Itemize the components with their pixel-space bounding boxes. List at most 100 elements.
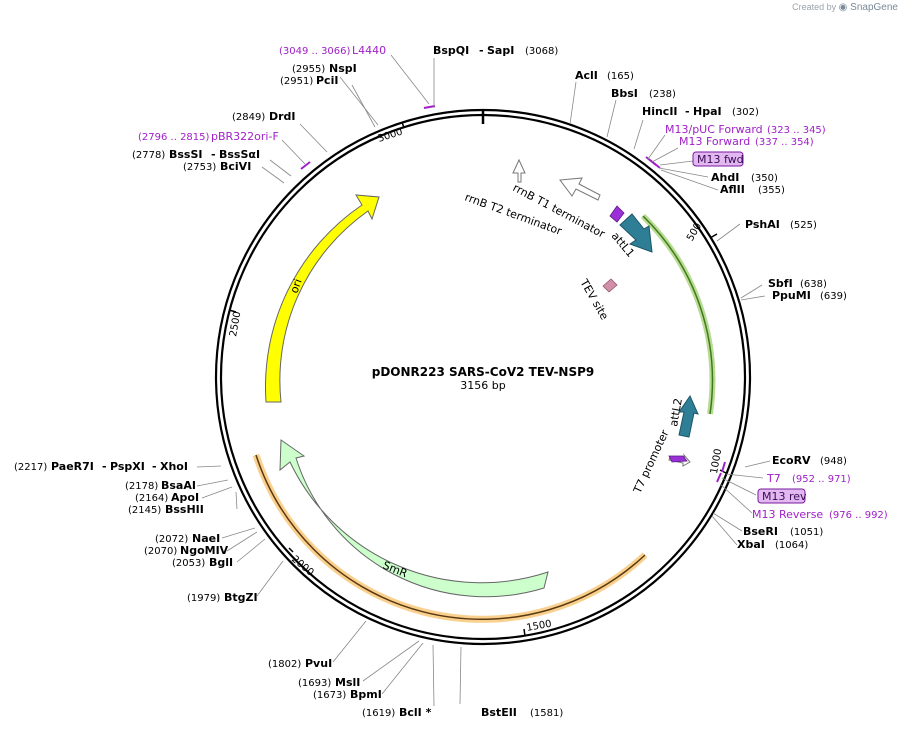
site-bseri-pos: (1051)	[790, 527, 823, 538]
tev-site-marker[interactable]	[602, 278, 618, 293]
site-ppumi[interactable]: PpuMI	[772, 289, 811, 302]
m13-puc-forward-marker[interactable]	[649, 159, 661, 169]
site-xhoi[interactable]: XhoI	[160, 460, 188, 473]
l4440-marker[interactable]	[423, 105, 436, 109]
primer-m13-rev-box[interactable]	[757, 488, 806, 504]
site-bsshii-pos: (2145)	[128, 505, 161, 516]
site-bsssi[interactable]: BssSI	[169, 148, 203, 161]
tick-label-1000: 1000	[709, 448, 724, 475]
site-msli[interactable]: MslI	[335, 676, 360, 689]
site-hincii[interactable]: HincII	[642, 105, 678, 118]
orange-arc[interactable]	[255, 454, 646, 621]
site-bbsi[interactable]: BbsI	[611, 87, 638, 100]
site-pcii-pos: (2951)	[280, 76, 313, 87]
site-nspi[interactable]: NspI	[329, 62, 357, 75]
primer-t7[interactable]: T7	[766, 472, 781, 485]
site-bsshii[interactable]: BssHII	[165, 503, 204, 516]
site-bsssai[interactable]: BssSαI	[219, 148, 260, 161]
site-nspi-pos: (2955)	[292, 64, 325, 75]
primer-m13-fwd-box[interactable]	[692, 151, 744, 167]
features: ori SmR rrnB T1 terminator rrnB T2 termi…	[252, 158, 716, 623]
t7-promoter-label: T7 promoter	[631, 427, 672, 496]
attl1-purple-marker	[609, 205, 625, 223]
site-xbai[interactable]: XbaI	[737, 538, 765, 551]
site-pshai-pos: (525)	[790, 220, 817, 231]
site-bspqi[interactable]: BspQI	[433, 44, 469, 57]
tick-3000	[401, 121, 405, 129]
site-bpmi[interactable]: BpmI	[350, 688, 382, 701]
plasmid-length: 3156 bp	[460, 379, 505, 392]
ori-label: ori	[288, 277, 305, 295]
site-pshai[interactable]: PshAI	[745, 218, 780, 231]
site-naei[interactable]: NaeI	[192, 532, 220, 545]
site-paer7i[interactable]: PaeR7I	[51, 460, 94, 473]
site-btgzi[interactable]: BtgZI	[224, 591, 258, 604]
site-drdi[interactable]: DrdI	[269, 110, 296, 123]
site-bcli[interactable]: BclI *	[399, 706, 432, 719]
primer-l4440[interactable]: L4440	[352, 44, 386, 57]
site-sbfi-pos: (638)	[800, 279, 827, 290]
primer-markers	[300, 105, 726, 483]
site-bsssi-pos: (2778)	[132, 150, 165, 161]
ori-arrow[interactable]	[265, 194, 380, 403]
site-xbai-pos: (1064)	[775, 540, 808, 551]
smr-arrow[interactable]	[279, 439, 549, 598]
primer-m13-fwd[interactable]: M13 fwd	[697, 153, 744, 166]
primer-m13-puc-forward[interactable]: M13/pUC Forward	[665, 123, 763, 136]
smr-label: SmR	[381, 559, 410, 581]
rrnb-t1-arrow[interactable]	[559, 177, 601, 201]
site-pvui-pos: (1802)	[268, 659, 301, 670]
site-bsteii-pos: (1581)	[530, 708, 563, 719]
tick-2500	[228, 309, 237, 313]
rrnb-t2-arrow[interactable]	[512, 158, 526, 183]
site-bsssai-dash: -	[211, 148, 216, 161]
tick-label-2500: 2500	[228, 311, 243, 338]
site-pspxi[interactable]: PspXI	[110, 460, 145, 473]
tick-500	[709, 233, 718, 239]
credit-brand: SnapGene	[850, 2, 898, 13]
site-sapi[interactable]: SapI	[487, 44, 514, 57]
site-ecorv[interactable]: EcoRV	[772, 454, 811, 467]
primer-m13-rev[interactable]: M13 rev	[762, 490, 807, 503]
site-bgli[interactable]: BglI	[209, 556, 233, 569]
site-aflii[interactable]: AflII	[720, 183, 745, 196]
tick-2000	[288, 547, 294, 553]
attl2-arrow[interactable]	[678, 394, 699, 438]
site-bsaai[interactable]: BsaAI	[161, 479, 196, 492]
leader-lines	[196, 54, 771, 707]
site-ahdi[interactable]: AhdI	[711, 171, 739, 184]
site-sbfi[interactable]: SbfI	[768, 277, 793, 290]
site-bsteii[interactable]: BstEII	[481, 706, 517, 719]
site-ngomiv[interactable]: NgoMIV	[180, 544, 229, 557]
primer-t7-pos: (952 .. 971)	[792, 474, 851, 485]
primer-pbr322ori-f[interactable]: pBR322ori-F	[211, 130, 279, 143]
snapgene-logo: ◉ SnapGene	[838, 2, 898, 13]
site-bcivi[interactable]: BciVI	[220, 160, 251, 173]
site-drdi-pos: (2849)	[232, 112, 265, 123]
insert-arc-glow	[640, 213, 716, 415]
site-aflii-pos: (355)	[758, 185, 785, 196]
site-pvui[interactable]: PvuI	[305, 657, 332, 670]
t7-marker[interactable]	[721, 461, 726, 473]
attl1-arrow[interactable]	[619, 213, 653, 253]
primer-m13-reverse[interactable]: M13 Reverse	[752, 508, 823, 521]
site-hpai[interactable]: HpaI	[693, 105, 722, 118]
primer-m13-puc-forward-pos: (323 .. 345)	[767, 125, 826, 136]
site-pcii[interactable]: PciI	[316, 74, 338, 87]
m13-reverse-marker[interactable]	[716, 472, 722, 483]
site-acli[interactable]: AclI	[575, 69, 598, 82]
site-bgli-pos: (2053)	[172, 558, 205, 569]
site-bseri[interactable]: BseRI	[743, 525, 778, 538]
site-bsaai-pos: (2178)	[125, 481, 158, 492]
site-apoi[interactable]: ApoI	[171, 491, 199, 504]
site-bspqi-pos: (3068)	[525, 46, 558, 57]
primer-pbr322-pos: (2796 .. 2815)	[138, 132, 210, 143]
site-ecorv-pos: (948)	[820, 456, 847, 467]
site-apoi-pos: (2164)	[135, 493, 168, 504]
site-bcli-pos: (1619)	[362, 708, 395, 719]
insert-arc[interactable]	[642, 215, 714, 415]
primer-m13-forward[interactable]: M13 Forward	[679, 135, 750, 148]
site-labels: BspQI - SapI (3068) (3049 .. 3066) L4440…	[14, 44, 888, 719]
pbr322ori-marker[interactable]	[300, 161, 311, 170]
site-ahdi-pos: (350)	[751, 173, 778, 184]
